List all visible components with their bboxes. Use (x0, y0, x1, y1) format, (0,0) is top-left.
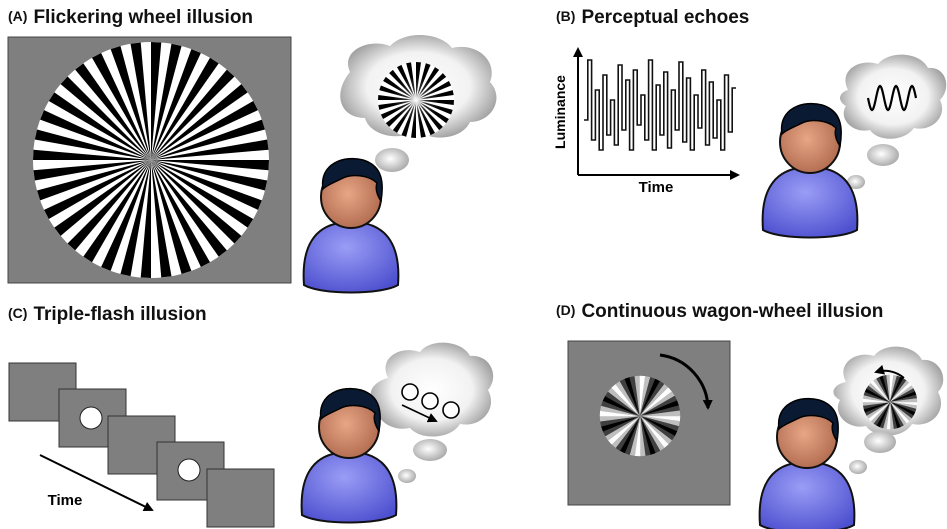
panel-c-tag: (C) (8, 305, 28, 321)
flicker-wheel-spoke (151, 43, 182, 160)
perceived-motion-arrow (401, 404, 438, 423)
rotation-arrow (659, 353, 713, 410)
flicker-wheel-spoke (120, 160, 151, 277)
panel-b-title: (B) Perceptual echoes (556, 7, 749, 29)
flicker-wheel-spoke (151, 101, 258, 160)
perceived-disk-2 (421, 392, 439, 410)
flicker-wheel-spoke (151, 160, 172, 278)
flicker-wheel-spoke (40, 110, 151, 160)
panel-c-title-text: Triple-flash illusion (33, 304, 207, 325)
flicker-wheel-spoke (48, 92, 151, 160)
panel-a-tag: (A) (8, 8, 28, 24)
thought-cloud-d (833, 346, 944, 474)
flicker-wheel-spoke (151, 160, 192, 274)
time-label-c: Time (48, 492, 83, 509)
panel-a-title-text: Flickering wheel illusion (33, 7, 254, 28)
luminance-axis-label: Luminance (552, 75, 568, 149)
flicker-wheel-spoke (151, 57, 219, 160)
flicker-wheel-spoke (33, 160, 152, 181)
flicker-wheel-spoke (151, 119, 265, 160)
frame-5 (206, 468, 275, 528)
flicker-wheel-spoke (151, 160, 227, 257)
observer-b (761, 102, 859, 239)
flicker-wheel-spoke (75, 63, 151, 160)
flicker-wheel-spoke (151, 160, 254, 228)
panel-c: Time (8, 342, 494, 528)
observer-a (302, 157, 400, 294)
panel-a-title: (A) Flickering wheel illusion (8, 7, 253, 29)
flicker-wheel-spoke (101, 160, 151, 271)
perceived-echo-oscillation (866, 84, 918, 112)
thought-cloud-b (840, 54, 947, 189)
panel-c-title: (C) Triple-flash illusion (8, 304, 207, 326)
perceived-disk-3 (442, 401, 460, 419)
luminance-trace (584, 59, 736, 151)
flicker-wheel-spoke (33, 149, 151, 160)
time-arrow (39, 454, 154, 511)
flicker-wheel-spoke (34, 129, 151, 160)
flicker-wheel-spoke (37, 160, 151, 201)
flicker-wheel-spoke (151, 49, 201, 160)
perceived-wagon-wheel-segment (889, 398, 918, 403)
panel-d-title-text: Continuous wagon-wheel illusion (581, 301, 884, 322)
flicker-wheel-spoke (60, 76, 152, 160)
flickering-wheel-stimulus (33, 42, 269, 278)
panel-b: Luminance Time (552, 47, 947, 239)
flicker-wheel-spoke (151, 160, 210, 267)
flicker-wheel-spoke (151, 69, 235, 160)
panel-a (7, 34, 497, 294)
thought-cloud-c (370, 342, 494, 483)
flicker-wheel-spoke (151, 160, 262, 210)
panel-d-title: (D) Continuous wagon-wheel illusion (556, 301, 883, 323)
flicker-wheel-spoke (151, 160, 242, 244)
panel-d (567, 340, 944, 529)
flicker-wheel-spoke (130, 42, 151, 161)
perceived-reversed-wheel (862, 374, 918, 430)
perceived-disk-1 (401, 383, 419, 401)
panel-d-tag: (D) (556, 302, 576, 318)
panel-b-title-text: Perceptual echoes (581, 7, 750, 28)
flicker-wheel-spoke (151, 42, 162, 160)
flicker-wheel-spoke (151, 160, 269, 171)
observer-d (758, 397, 856, 529)
panel-b-tag: (B) (556, 8, 576, 24)
flicker-wheel-spoke (151, 160, 268, 191)
flicker-wheel-spoke (54, 160, 151, 236)
flash-disk-1 (79, 406, 103, 430)
flicker-wheel-spoke (151, 84, 248, 160)
perceived-rotation-arrow (874, 364, 905, 379)
time-axis-label: Time (639, 179, 674, 196)
flicker-wheel-spoke (83, 160, 151, 263)
flicker-wheel-spoke (140, 160, 151, 278)
flicker-wheel-spoke (110, 46, 151, 160)
flicker-wheel-spoke (92, 53, 151, 160)
flash-disk-2 (177, 458, 201, 482)
flicker-wheel-spoke (44, 160, 151, 219)
flicker-wheel-spoke (151, 139, 269, 160)
flicker-wheel-spoke (67, 160, 151, 251)
